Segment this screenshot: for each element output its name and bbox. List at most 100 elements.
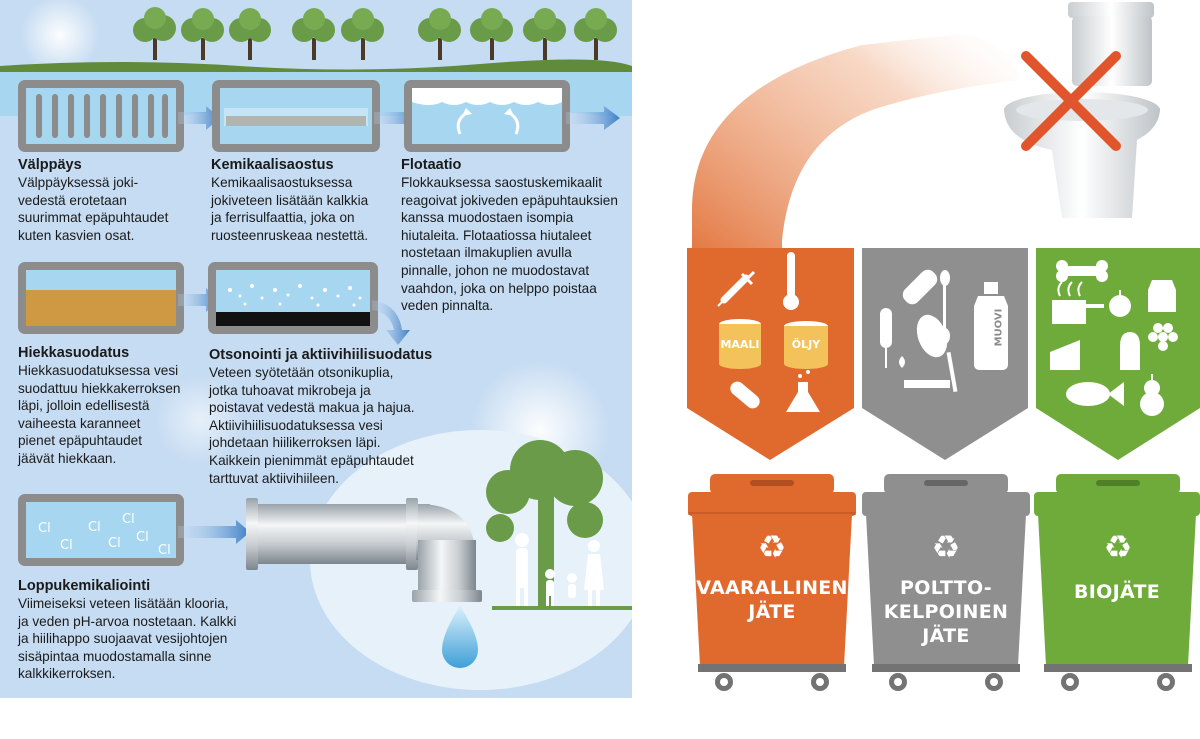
- text-line: Hiekkasuodatuksessa vesi: [18, 363, 179, 378]
- recycle-icon: ♻: [932, 528, 961, 566]
- text-line: jäävät hiekkaan.: [18, 450, 117, 466]
- text-line: pinnalle, johon ne muodostavat: [401, 262, 590, 278]
- hazardous-banner: [687, 248, 854, 460]
- oil-can-label: ÖLJY: [791, 338, 821, 351]
- paint-can-icon: [719, 319, 761, 369]
- chlorine-symbol: Cl: [88, 520, 101, 535]
- text-line: ja veden pH-arvoa nostetaan. Kalkki: [18, 613, 237, 629]
- final-chemical-tank: [18, 494, 184, 566]
- text-line: kalkkikerroksen.: [18, 666, 116, 682]
- step-text-final-chemicals: Viimeiseksi veteen lisätään klooria, ja …: [18, 595, 236, 683]
- milk-carton-icon: [1148, 280, 1176, 312]
- step-text-ozonation: Veteen syötetään otsonikuplia, jotka tuh…: [209, 364, 415, 487]
- text-line: sisäpintaa muodostamalla sinne: [18, 648, 212, 664]
- step-title-ozonation: Otsonointi ja aktiivihiilisuodatus: [209, 347, 433, 363]
- text-line: nostetaan ilmakuplien avulla: [401, 245, 572, 261]
- pear-icon: [1140, 374, 1164, 416]
- plastic-bottle-icon: [974, 282, 1008, 370]
- text-line: jotka tuhoavat mikrobeja ja: [209, 382, 371, 398]
- text-line: ruosteenruskeaa nestettä.: [211, 227, 369, 243]
- capsule-icon: [730, 381, 760, 409]
- text-line: ja hiilihappo suojaavat vesijohtojen: [18, 631, 228, 647]
- step-text-chemical-precipitation: Kemikaalisaostuksessa jokiveteen lisätää…: [211, 174, 368, 244]
- text-line: vaahdon, joka on helppo poistaa: [401, 280, 597, 296]
- text-line: vaiheesta karanneet: [18, 415, 141, 431]
- mirror-icon: [916, 314, 958, 393]
- step-title-flotation: Flotaatio: [401, 157, 462, 173]
- cigarette-icon: [899, 356, 950, 388]
- text-line: kuten kasvien osat.: [18, 227, 135, 243]
- apple-icon: [1109, 290, 1131, 317]
- flow-arrow: [178, 520, 250, 544]
- chemical-flask-icon: [786, 370, 820, 412]
- glow-decoration: [155, 375, 245, 465]
- bottle-label: MUOVI: [993, 308, 1005, 347]
- oil-can-icon: [784, 321, 828, 369]
- text-line: Kemikaalisaostuksessa: [211, 175, 353, 190]
- step-text-flotation: Flokkauksessa saostuskemikaalit reagoiva…: [401, 174, 618, 315]
- step-title-final-chemicals: Loppukemikaliointi: [18, 578, 151, 594]
- screening-tank: [18, 80, 184, 152]
- bio-bin-label: BIOJÄTE: [1073, 581, 1161, 603]
- flow-arrow-curved: [692, 34, 1020, 290]
- text-line: Välppäyksessä joki-: [18, 175, 139, 190]
- cross-icon: [1021, 51, 1121, 151]
- syringe-icon: [717, 270, 756, 307]
- text-line: suodattuu hiekkakerroksen: [18, 380, 181, 396]
- grapes-icon: [1148, 323, 1178, 351]
- text-line: johdetaan hiilikerroksen läpi.: [209, 435, 381, 451]
- steaming-pot-icon: [1052, 281, 1104, 324]
- tree-row: [133, 7, 617, 60]
- burnable-bin: ♻: [862, 474, 1030, 691]
- bone-icon: [1056, 260, 1108, 282]
- text-line: hiutaleita. Flotaatiossa hiutaleet: [401, 227, 592, 243]
- text-line: läpi, jolloin edellisestä: [18, 398, 150, 414]
- chlorine-symbol: Cl: [122, 512, 135, 527]
- text-line: jokiveteen lisätään kalkkia: [211, 192, 369, 208]
- bread-icon: [1120, 332, 1140, 370]
- text-line: kanssa muodostaen isompia: [401, 210, 574, 226]
- fish-icon: [1066, 382, 1124, 406]
- text-line: Veteen syötetään otsonikuplia,: [209, 365, 394, 380]
- recycle-icon: ♻: [1104, 528, 1133, 566]
- glow-decoration: [20, 0, 100, 75]
- text-line: reagoivat jokiveden epäpuhtauksien: [401, 192, 618, 208]
- water-pipe: [246, 498, 482, 668]
- text-line: tarttuvat aktiivihiileen.: [209, 470, 339, 486]
- flow-arrow: [566, 106, 620, 130]
- text-line: Flokkauksessa saostuskemikaalit: [401, 175, 602, 190]
- flotation-tank: [404, 80, 570, 152]
- water-treatment-panel: Cl Cl Cl Cl Cl Cl Cl Välppäys Välppäykse…: [0, 0, 632, 698]
- text-line: poistavat vedestä makua ja hajua.: [209, 400, 415, 416]
- burnable-bin-label: POLTTO- KELPOINEN JÄTE: [883, 577, 1009, 647]
- flow-arrow: [372, 300, 410, 345]
- chlorine-symbol: Cl: [136, 530, 149, 545]
- text-line: vedestä erotetaan: [18, 192, 127, 208]
- recycle-icon: ♻: [758, 528, 787, 566]
- flow-arrow: [178, 106, 220, 130]
- text-line: Viimeiseksi veteen lisätään klooria,: [18, 596, 229, 611]
- family-under-tree: [486, 440, 632, 610]
- tampon-icon: [880, 308, 892, 368]
- text-line: ja ferrisulfaattia, joka on: [211, 210, 355, 226]
- chemical-precipitation-tank: [212, 80, 380, 152]
- ozonation-tank: [208, 262, 378, 334]
- riverbank: [0, 59, 632, 74]
- step-title-chemical-precipitation: Kemikaalisaostus: [211, 157, 334, 173]
- chlorine-symbol: Cl: [158, 543, 171, 558]
- bio-bin: ♻: [1034, 474, 1200, 691]
- hazardous-bin-label: VAARALLINEN JÄTE: [696, 577, 848, 623]
- chlorine-symbol: Cl: [60, 538, 73, 553]
- paint-can-label: MAALI: [720, 338, 760, 351]
- thermometer-icon: [783, 252, 799, 310]
- hazardous-bin: ♻: [688, 474, 856, 691]
- cheese-icon: [1050, 340, 1080, 370]
- chlorine-symbol: Cl: [38, 521, 51, 536]
- step-title-sand-filtration: Hiekkasuodatus: [18, 345, 130, 361]
- chlorine-symbol: Cl: [108, 536, 121, 551]
- waste-sorting-illustration: ♻ ♻ ♻: [687, 2, 1200, 691]
- step-text-screening: Välppäyksessä joki- vedestä erotetaan su…: [18, 174, 168, 244]
- text-line: veden pinnalta.: [401, 298, 494, 314]
- step-text-sand-filtration: Hiekkasuodatuksessa vesi suodattuu hiekk…: [18, 362, 180, 468]
